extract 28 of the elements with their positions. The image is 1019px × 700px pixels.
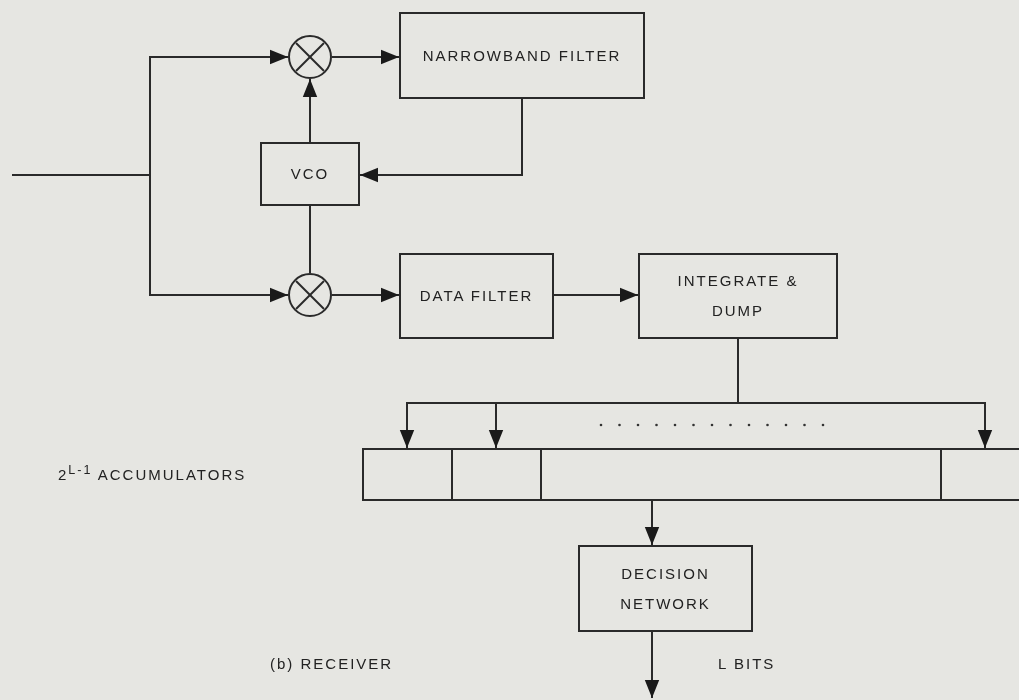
arrow xyxy=(644,631,660,699)
accumulator-cell xyxy=(451,448,542,501)
arrow xyxy=(737,338,993,449)
box-label: NARROWBAND FILTER xyxy=(422,45,622,66)
arrow xyxy=(644,500,660,546)
accumulator-cell xyxy=(540,448,942,501)
mixer-symbol xyxy=(288,35,332,79)
arrow xyxy=(302,78,318,143)
caption: (b) RECEIVER xyxy=(270,655,394,672)
box-label: DATA FILTER xyxy=(419,286,534,306)
process-box xyxy=(399,253,554,339)
arrow xyxy=(331,49,400,65)
arrow xyxy=(11,174,289,303)
arrow xyxy=(331,287,400,303)
arrow xyxy=(553,287,639,303)
accumulator-cell xyxy=(940,448,1019,501)
process-box xyxy=(260,142,360,206)
process-box xyxy=(578,545,753,632)
mixer-symbol xyxy=(288,273,332,317)
process-box xyxy=(399,12,645,99)
box-label: INTEGRATE & DUMP xyxy=(676,271,800,321)
arrow xyxy=(359,98,523,183)
edge-label: L BITS xyxy=(718,655,776,672)
process-box xyxy=(638,253,838,339)
box-label: DECISION NETWORK xyxy=(619,563,712,614)
box-label: VCO xyxy=(290,164,330,184)
accumulator-cell xyxy=(362,448,453,501)
accumulator-label: 2$^{L-1}$ ACCUMULATORS xyxy=(58,463,247,483)
